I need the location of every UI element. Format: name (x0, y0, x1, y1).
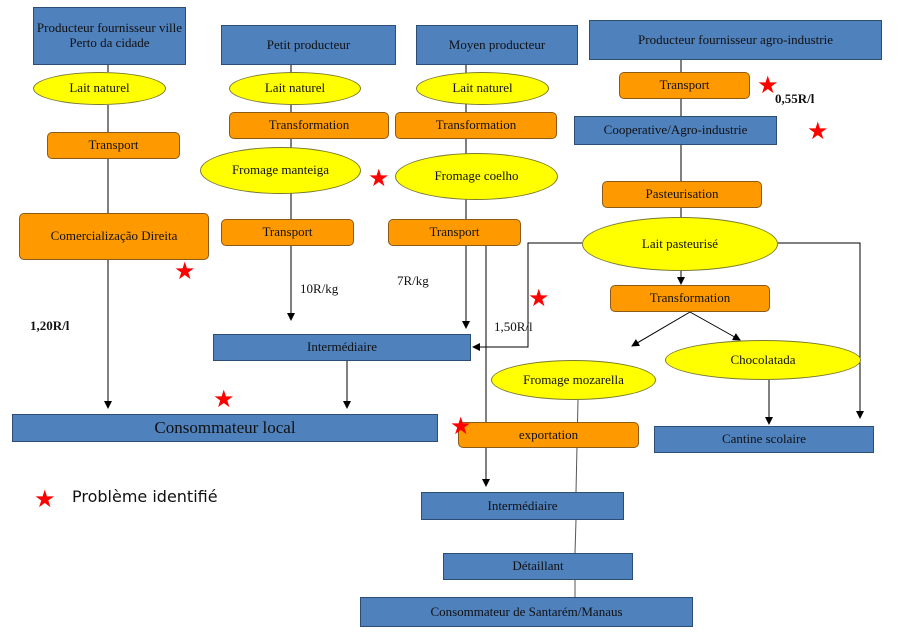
node-lait-pasteurise: Lait pasteurisé (582, 217, 778, 271)
price-label-150: 1,50R/l (494, 319, 533, 334)
node-fromage-mozarella: Fromage mozarella (491, 360, 656, 400)
problem-star-icon: ★ (757, 71, 779, 99)
problem-star-icon: ★ (528, 284, 550, 312)
problem-star-icon: ★ (174, 257, 196, 285)
node-transfo-agro: Transformation (610, 285, 770, 312)
price-label-10: 10R/kg (300, 281, 339, 296)
edge-intermediaire-detaillant (574, 519, 577, 554)
node-transfo3: Transformation (395, 112, 557, 139)
node-cantine: Cantine scolaire (654, 426, 874, 453)
node-detaillant: Détaillant (443, 553, 633, 580)
legend-label: Problème identifié (72, 487, 218, 506)
node-chocolatada: Chocolatada (665, 340, 861, 380)
price-label-7: 7R/kg (397, 273, 429, 288)
problem-star-icon: ★ (213, 385, 235, 413)
node-transport3: Transport (388, 219, 521, 246)
node-exportation: exportation (458, 422, 639, 448)
node-transport2: Transport (221, 219, 354, 246)
node-comercializacao: Comercialização Direita (19, 213, 209, 260)
edge-pasteurise-cantine (778, 242, 864, 419)
problem-star-icon: ★ (450, 412, 472, 440)
problem-star-icon: ★ (807, 117, 829, 145)
node-intermediaire2: Intermédiaire (421, 492, 624, 520)
node-fromage-manteiga: Fromage manteiga (200, 147, 361, 194)
node-transfo2: Transformation (229, 112, 389, 139)
node-consommateur-santarem: Consommateur de Santarém/Manaus (360, 597, 693, 627)
edge-transformation-chocolatada (689, 311, 741, 341)
node-pasteurisation: Pasteurisation (602, 181, 762, 208)
node-cooperative: Cooperative/Agro-industrie (574, 116, 777, 145)
node-petit-prod: Petit producteur (221, 25, 396, 65)
node-prod-agro: Producteur fournisseur agro-industrie (589, 20, 882, 60)
node-moyen-prod: Moyen producteur (416, 25, 578, 65)
price-label-055: 0,55R/l (775, 91, 815, 106)
node-lait3: Lait naturel (416, 72, 549, 105)
edge-transformation-mozarella (631, 311, 691, 347)
problem-star-icon: ★ (368, 164, 390, 192)
legend-star-icon: ★ (34, 485, 56, 513)
price-label-120: 1,20R/l (30, 318, 70, 333)
node-consommateur-local: Consommateur local (12, 414, 438, 442)
node-fromage-coelho: Fromage coelho (395, 153, 558, 200)
node-lait1: Lait naturel (33, 72, 166, 105)
edge-pasteurise-intermediaire (472, 242, 582, 351)
node-prod-ville: Producteur fournisseur ville Perto da ci… (33, 7, 186, 65)
node-transport1: Transport (47, 132, 180, 159)
node-intermediaire1: Intermédiaire (213, 334, 471, 361)
node-lait2: Lait naturel (229, 72, 361, 105)
node-transport-agro: Transport (619, 72, 750, 99)
